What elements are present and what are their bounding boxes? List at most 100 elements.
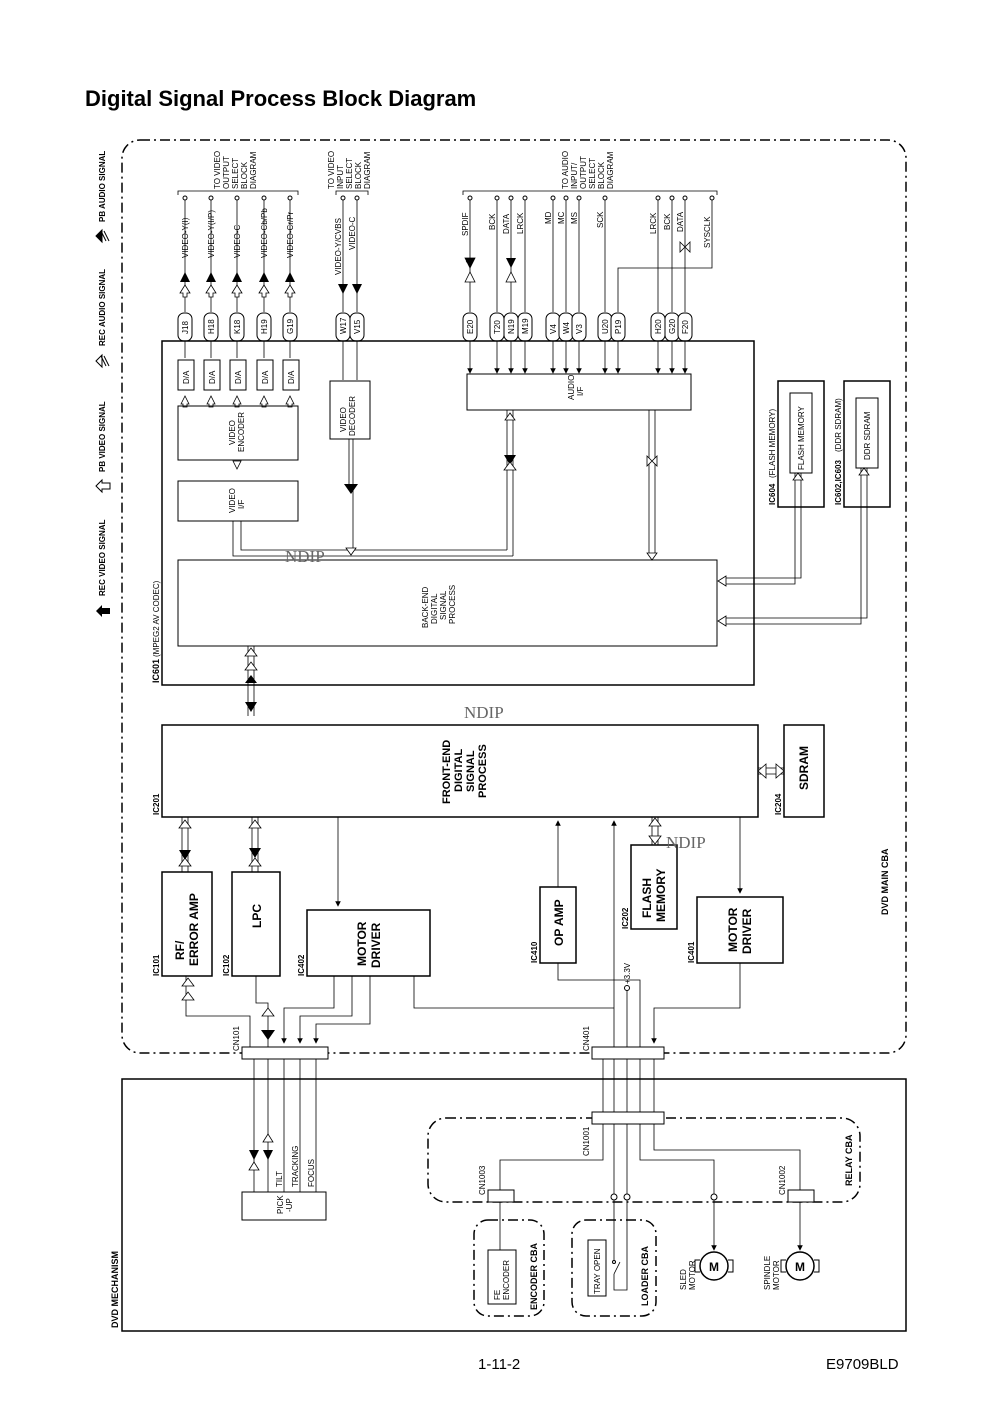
audio-ch-10: BCK G20 xyxy=(663,195,680,374)
video-in-pin-0: W17 xyxy=(339,317,348,334)
video-if-block xyxy=(177,480,299,522)
legend-rec-video: REC VIDEO SIGNAL xyxy=(96,519,110,617)
to-video-input-l2: SELECT xyxy=(345,158,354,189)
dvd-mechanism-label: DVD MECHANISM xyxy=(110,1251,120,1328)
flash-memory-604-label: FLASH MEMORY xyxy=(797,405,806,470)
pickup-l1: -UP xyxy=(285,1198,294,1212)
audio-ch-7: SCK U20 xyxy=(596,195,613,374)
watermark-2: NDIP xyxy=(464,703,504,722)
dvd-main-cba-boundary xyxy=(121,139,907,1054)
to-audio-l1: INPUT/ xyxy=(570,162,579,189)
audio-ch-3: LRCK M19 xyxy=(516,195,533,374)
sled-motor-l1: MOTOR xyxy=(688,1260,697,1290)
audio-pin-3: M19 xyxy=(521,318,530,334)
da-2: D/A xyxy=(234,370,243,384)
ic101-block xyxy=(161,871,213,977)
to-audio-l5: DIAGRAM xyxy=(606,151,615,189)
cn1002-label: CN1002 xyxy=(778,1165,787,1195)
rec-video-arrow-icon xyxy=(96,605,110,617)
ic602-name: (DDR SDRAM) xyxy=(834,398,843,452)
video-out-signal-2: VIDEO-C xyxy=(233,224,242,258)
video-out-ch-0: VIDEO-Y(I) J18 D/A xyxy=(177,195,195,408)
video-out-pin-4: G19 xyxy=(286,318,295,334)
fe-encoder-l0: FE xyxy=(493,1290,502,1300)
video-in-pin-1: V15 xyxy=(353,319,362,334)
audio-signal-9: BCK xyxy=(663,213,672,230)
audio-signal-6: MS xyxy=(570,212,579,224)
audio-if-l0: AUDIO xyxy=(567,375,576,400)
audio-signal-8: LRCK xyxy=(649,212,658,234)
audio-pin-4: V4 xyxy=(549,324,558,334)
video-encoder-l0: VIDEO xyxy=(228,420,237,445)
video-out-pin-0: J18 xyxy=(181,321,190,334)
encoder-cba-label: ENCODER CBA xyxy=(529,1242,539,1310)
pickup-signal-tracking: TRACKING xyxy=(291,1146,300,1187)
audio-ch-6: MS V3 xyxy=(570,195,587,374)
ic402-block xyxy=(306,909,431,977)
ic604-label: IC604 xyxy=(768,483,777,505)
dvd-mechanism-boundary xyxy=(121,1078,907,1332)
video-if-l0: VIDEO xyxy=(228,488,237,513)
video-in-signal-0: VIDEO-Y/CVBS xyxy=(334,218,343,275)
model-number: E9709BLD xyxy=(826,1356,899,1373)
sled-motor-symbol: M xyxy=(709,1260,719,1274)
spindle-motor-l0: SPINDLE xyxy=(763,1256,772,1290)
da-4: D/A xyxy=(287,370,296,384)
cn101-connector xyxy=(241,1046,329,1060)
ddr-sdram-label: DDR SDRAM xyxy=(863,411,872,460)
front-end-l3: PROCESS xyxy=(477,744,489,798)
to-video-output-l0: TO VIDEO xyxy=(213,151,222,189)
audio-if-l1: I/F xyxy=(576,387,585,396)
spindle-motor-icon xyxy=(785,1251,815,1281)
da-3: D/A xyxy=(261,370,270,384)
video-output-channels: VIDEO-Y(I) J18 D/A VIDEO-Y(I/P) H18 D/A xyxy=(177,195,300,408)
legend-rec-video-label: REC VIDEO SIGNAL xyxy=(98,519,107,596)
fe-encoder-l1: ENCODER xyxy=(502,1260,511,1300)
audio-ch-1: BCK T20 xyxy=(488,195,505,374)
video-if-l1: I/F xyxy=(237,500,246,509)
lpc-label: LPC xyxy=(250,904,264,928)
to-video-input-l3: BLOCK xyxy=(354,161,363,189)
spindle-motor-l1: MOTOR xyxy=(772,1260,781,1290)
back-end-l0: BACK-END xyxy=(421,586,430,628)
audio-channels: SPDIF E20 BCK T20 DATA N19 xyxy=(461,195,715,374)
back-end-l3: PROCESS xyxy=(448,585,457,624)
cn1002-connector xyxy=(787,1189,815,1203)
page-title: Digital Signal Process Block Diagram xyxy=(85,86,477,111)
motor-driver-402-l1: DRIVER xyxy=(369,922,383,968)
audio-pin-10: G20 xyxy=(668,318,677,334)
to-audio-l0: TO AUDIO xyxy=(561,151,570,189)
audio-signal-7: SCK xyxy=(596,211,605,228)
audio-if-block xyxy=(466,373,692,411)
to-video-output-l1: OUTPUT xyxy=(222,156,231,189)
legend-pb-video-label: PB VIDEO SIGNAL xyxy=(98,401,107,472)
to-video-output-l4: DIAGRAM xyxy=(249,151,258,189)
to-audio-l4: BLOCK xyxy=(597,161,606,189)
front-end-l1: DIGITAL xyxy=(453,749,465,792)
legend: REC VIDEO SIGNAL PB VIDEO SIGNAL REC AUD… xyxy=(95,151,111,617)
audio-pin-6: V3 xyxy=(575,324,584,334)
ic202-block xyxy=(630,844,678,930)
video-out-pin-1: H18 xyxy=(207,319,216,334)
flash-memory-202-l1: MEMORY xyxy=(654,868,668,922)
to-audio-l3: SELECT xyxy=(588,158,597,189)
motor-driver-401-l0: MOTOR xyxy=(726,907,740,952)
ic102-label: IC102 xyxy=(222,954,231,976)
encoder-cba-boundary xyxy=(473,1219,545,1317)
motor-driver-401-l1: DRIVER xyxy=(740,908,754,954)
tray-switch-icon xyxy=(613,1261,621,1275)
video-out-signal-3: VIDEO-Cb/Pb xyxy=(260,208,269,258)
audio-ch-sysclk: SYSCLK xyxy=(703,195,715,248)
video-decoder-l1: DECODER xyxy=(348,396,357,436)
page-number: 1-11-2 xyxy=(478,1356,521,1373)
ic601-label: IC601 xyxy=(151,659,161,683)
motor-driver-402-l0: MOTOR xyxy=(355,921,369,966)
ic410-label: IC410 xyxy=(530,941,539,963)
video-in-signal-1: VIDEO-C xyxy=(348,216,357,250)
audio-ch-11: DATA F20 xyxy=(676,195,693,374)
audio-ch-8: P19 xyxy=(610,200,713,374)
video-out-ch-3: VIDEO-Cb/Pb H19 D/A xyxy=(256,195,274,408)
pickup-signal-focus: FOCUS xyxy=(307,1159,316,1187)
